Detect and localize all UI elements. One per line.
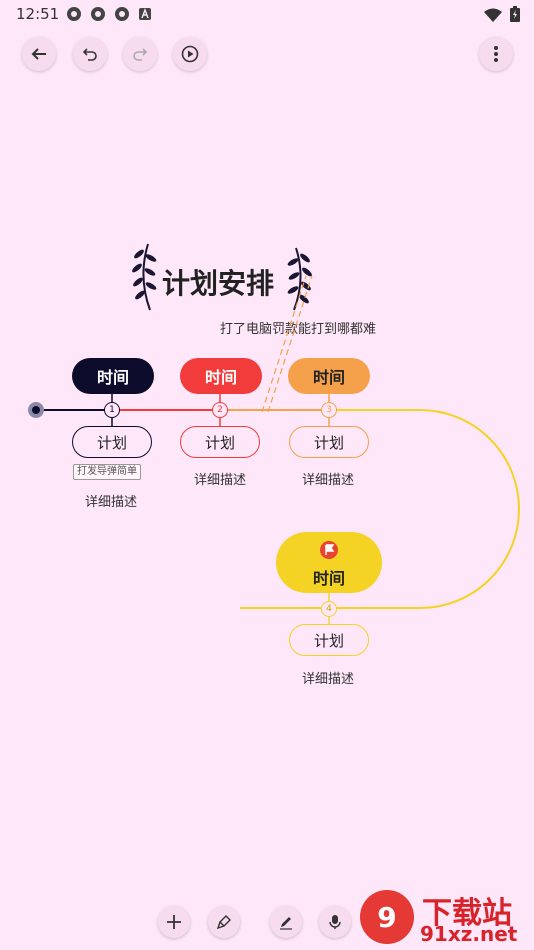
time-node-4: 时间 <box>312 569 345 588</box>
description-4[interactable]: 详细描述 <box>302 672 355 687</box>
redo-icon <box>133 48 148 61</box>
undo-button[interactable] <box>73 37 107 71</box>
time-node-1[interactable]: 时间 <box>72 358 154 394</box>
aperture-icon <box>90 6 106 22</box>
play-icon <box>181 45 199 63</box>
annotation-text[interactable]: 打了电脑罚款能打到哪都难 <box>220 322 377 337</box>
watermark-logo: 9 下载站 91xz.net <box>360 888 530 948</box>
time-node-2[interactable]: 时间 <box>180 358 262 394</box>
flag-icon <box>320 541 338 559</box>
brush-button[interactable] <box>208 906 240 938</box>
plan-node-4[interactable]: 计划 <box>289 624 369 656</box>
add-button[interactable] <box>158 906 190 938</box>
node-number-3: 3 <box>321 402 337 418</box>
a-icon <box>138 6 154 22</box>
add-icon <box>167 915 181 929</box>
brush-icon <box>216 915 231 930</box>
description-3[interactable]: 详细描述 <box>302 473 355 488</box>
back-icon <box>31 48 46 60</box>
back-button[interactable] <box>22 37 56 71</box>
status-time: 12:51 <box>16 5 60 23</box>
aperture-icon <box>66 6 82 22</box>
time-node-3[interactable]: 时间 <box>288 358 370 394</box>
status-bar: 12:51 <box>0 0 534 28</box>
redo-button[interactable] <box>123 37 157 71</box>
plan-node-2[interactable]: 计划 <box>180 426 260 458</box>
more-icon <box>494 46 498 62</box>
milestone-node[interactable]: 时间 <box>276 532 382 593</box>
plan-node-3[interactable]: 计划 <box>289 426 369 458</box>
description-1[interactable]: 详细描述 <box>85 495 138 510</box>
node-number-4: 4 <box>321 601 337 617</box>
more-button[interactable] <box>479 37 513 71</box>
wifi-icon <box>484 7 502 26</box>
watermark-site: 91xz.net <box>420 922 518 946</box>
battery-icon <box>510 6 520 26</box>
mic-button[interactable] <box>319 906 351 938</box>
watermark-title: 下载站 <box>422 896 512 931</box>
description-2[interactable]: 详细描述 <box>194 473 247 488</box>
pen-icon <box>280 917 292 930</box>
node-tag[interactable]: 打发导弹简单 <box>73 464 141 480</box>
page-title[interactable]: 计划安排 <box>162 267 275 300</box>
mic-icon <box>329 915 341 929</box>
laurel-left-icon <box>132 243 157 311</box>
watermark-badge: 9 <box>360 890 414 944</box>
plan-node-1[interactable]: 计划 <box>72 426 152 458</box>
node-number-1: 1 <box>104 402 120 418</box>
pen-button[interactable] <box>270 906 302 938</box>
aperture-icon <box>114 6 130 22</box>
undo-icon <box>82 48 97 61</box>
node-number-2: 2 <box>212 402 228 418</box>
play-button[interactable] <box>173 37 207 71</box>
